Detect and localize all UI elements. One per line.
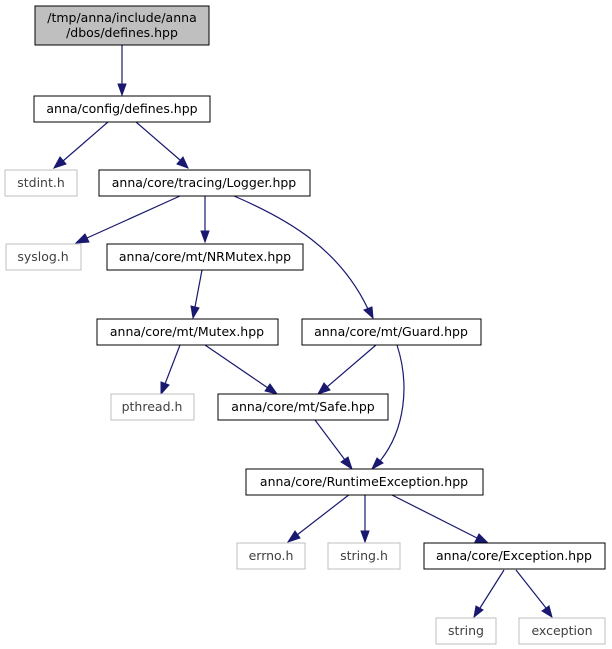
edge-logger-to-guard xyxy=(233,195,374,320)
node-exception-hpp-label: anna/core/Exception.hpp xyxy=(436,548,592,563)
node-mutex-label: anna/core/mt/Mutex.hpp xyxy=(110,324,264,339)
node-nrmutex-hpp[interactable]: anna/core/mt/NRMutex.hpp xyxy=(106,243,304,271)
edge-mutex-to-safe xyxy=(204,344,279,395)
node-syslog-label: syslog.h xyxy=(17,249,68,264)
edge-exception-hpp-to-string xyxy=(473,569,505,619)
edge-config-defines-to-stdint xyxy=(52,121,109,169)
edge-logger-to-syslog xyxy=(74,195,181,244)
node-string-h: string.h xyxy=(327,542,401,570)
edge-mutex-to-pthread xyxy=(160,344,181,396)
node-runtime-exception-hpp[interactable]: anna/core/RuntimeException.hpp xyxy=(245,468,484,496)
nodes: /tmp/anna/include/anna /dbos/defines.hpp… xyxy=(4,5,606,645)
node-config-defines-label: anna/config/defines.hpp xyxy=(46,101,197,116)
node-root-label-line2: /dbos/defines.hpp xyxy=(66,25,178,40)
node-logger-label: anna/core/tracing/Logger.hpp xyxy=(112,175,297,190)
edge-config-defines-to-logger xyxy=(135,121,189,169)
node-root-defines-hpp: /tmp/anna/include/anna /dbos/defines.hpp xyxy=(34,5,210,46)
node-exception: exception xyxy=(518,617,606,645)
node-string: string xyxy=(435,617,497,645)
node-exception-label: exception xyxy=(531,623,592,638)
node-guard-hpp[interactable]: anna/core/mt/Guard.hpp xyxy=(301,318,482,346)
edge-guard-to-runtime-exception xyxy=(370,344,405,471)
node-config-defines-hpp[interactable]: anna/config/defines.hpp xyxy=(33,95,211,123)
node-mutex-hpp[interactable]: anna/core/mt/Mutex.hpp xyxy=(96,318,279,346)
node-safe-label: anna/core/mt/Safe.hpp xyxy=(231,399,374,414)
node-runtime-exception-label: anna/core/RuntimeException.hpp xyxy=(260,474,468,489)
node-errno-label: errno.h xyxy=(249,548,294,563)
node-stdint-label: stdint.h xyxy=(17,175,65,190)
edges xyxy=(52,45,553,619)
node-syslog-h: syslog.h xyxy=(5,243,82,271)
node-exception-hpp[interactable]: anna/core/Exception.hpp xyxy=(423,542,606,570)
edge-runtime-exception-to-errno xyxy=(286,493,351,543)
node-string-label: string xyxy=(448,623,484,638)
edge-nrmutex-to-mutex xyxy=(190,269,203,320)
node-safe-hpp[interactable]: anna/core/mt/Safe.hpp xyxy=(217,393,389,421)
node-nrmutex-label: anna/core/mt/NRMutex.hpp xyxy=(119,249,291,264)
edge-logger-to-nrmutex xyxy=(200,196,210,244)
edge-runtime-exception-to-string-h xyxy=(360,494,370,544)
node-pthread-h: pthread.h xyxy=(110,393,195,421)
node-string-h-label: string.h xyxy=(340,548,388,563)
edge-root-to-config-defines xyxy=(117,45,127,97)
node-logger-hpp[interactable]: anna/core/tracing/Logger.hpp xyxy=(98,169,311,197)
node-root-label-line1: /tmp/anna/include/anna xyxy=(47,10,196,25)
node-pthread-label: pthread.h xyxy=(122,399,183,414)
node-errno-h: errno.h xyxy=(236,542,306,570)
edge-safe-to-runtime-exception xyxy=(314,419,353,471)
node-stdint-h: stdint.h xyxy=(4,169,78,197)
edge-runtime-exception-to-exception-hpp xyxy=(389,493,490,544)
node-guard-label: anna/core/mt/Guard.hpp xyxy=(314,324,468,339)
edge-exception-hpp-to-exception xyxy=(515,569,553,619)
edge-guard-to-safe xyxy=(316,344,377,395)
